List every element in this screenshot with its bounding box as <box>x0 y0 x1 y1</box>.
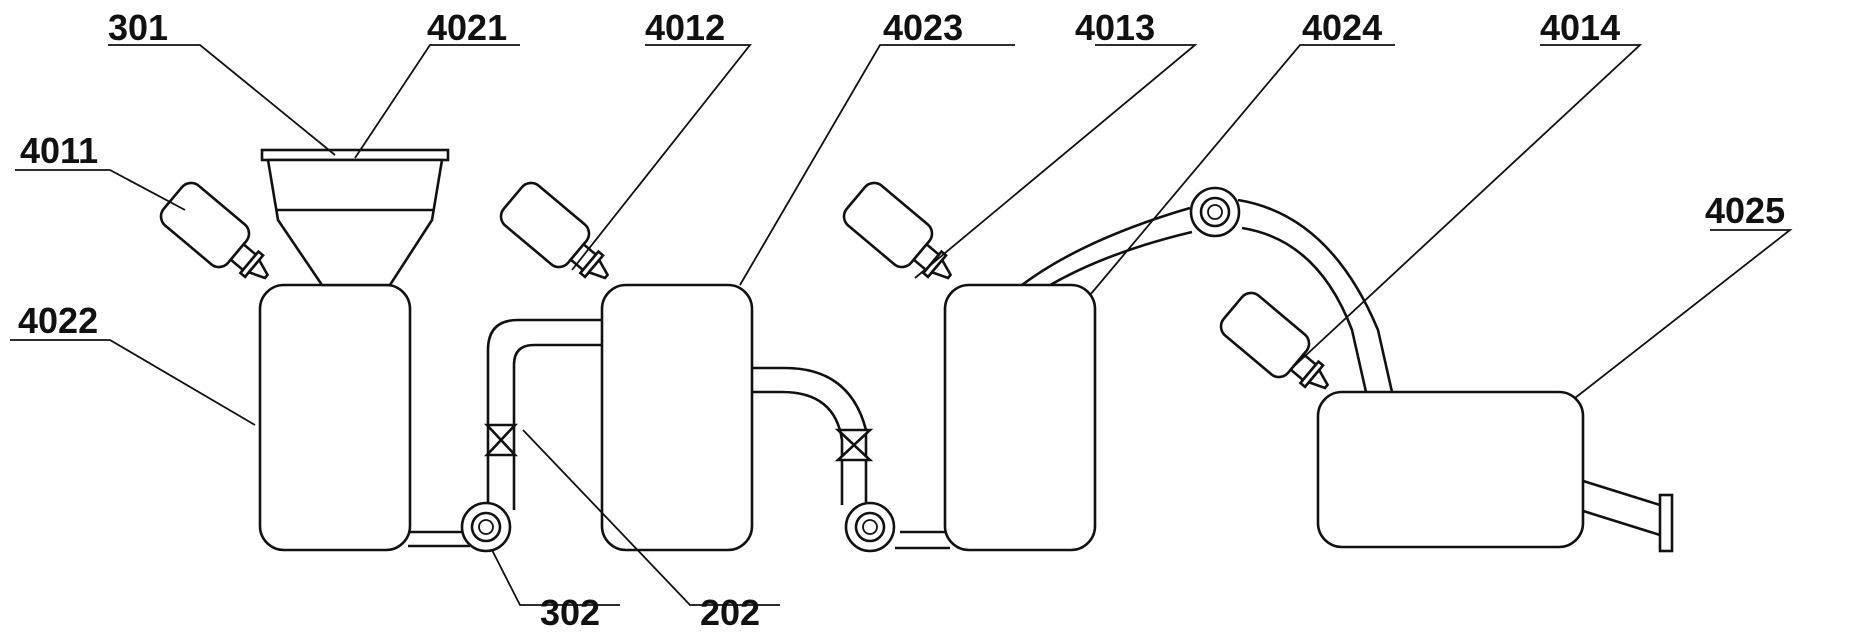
label-301: 301 <box>108 7 168 48</box>
tank-4025 <box>1316 390 1585 549</box>
label-302: 302 <box>540 592 600 633</box>
valve-second <box>834 428 874 462</box>
tank-third <box>943 283 1097 552</box>
label-4013: 4013 <box>1075 7 1155 48</box>
outlet-pipe-4025 <box>1579 478 1674 553</box>
label-4025: 4025 <box>1705 190 1785 231</box>
label-4022: 4022 <box>18 300 98 341</box>
pump-302 <box>460 501 512 553</box>
pipe-pump2-to-tank3 <box>895 530 950 550</box>
label-4012: 4012 <box>645 7 725 48</box>
label-4014: 4014 <box>1540 7 1620 48</box>
hopper-4021 <box>260 148 450 287</box>
pump-second <box>844 501 896 553</box>
valve-202 <box>484 423 518 457</box>
label-4024: 4024 <box>1302 7 1382 48</box>
pipe-tank2-to-pump2 <box>752 366 868 505</box>
pump-third <box>1189 186 1241 238</box>
motor-4012 <box>499 181 610 280</box>
label-4011: 4011 <box>20 130 98 171</box>
leader-lines <box>10 44 1793 606</box>
tank-4022 <box>258 283 412 552</box>
label-202: 202 <box>700 592 760 633</box>
motor-4013 <box>842 181 953 280</box>
tank-4023 <box>600 283 754 552</box>
label-4023: 4023 <box>883 7 963 48</box>
motor-4011 <box>159 181 270 280</box>
pipe-pump302-to-tank2 <box>486 318 602 510</box>
pipe-tank1-to-pump302 <box>408 530 470 548</box>
motor-4014 <box>1219 291 1330 390</box>
label-4021: 4021 <box>427 7 507 48</box>
